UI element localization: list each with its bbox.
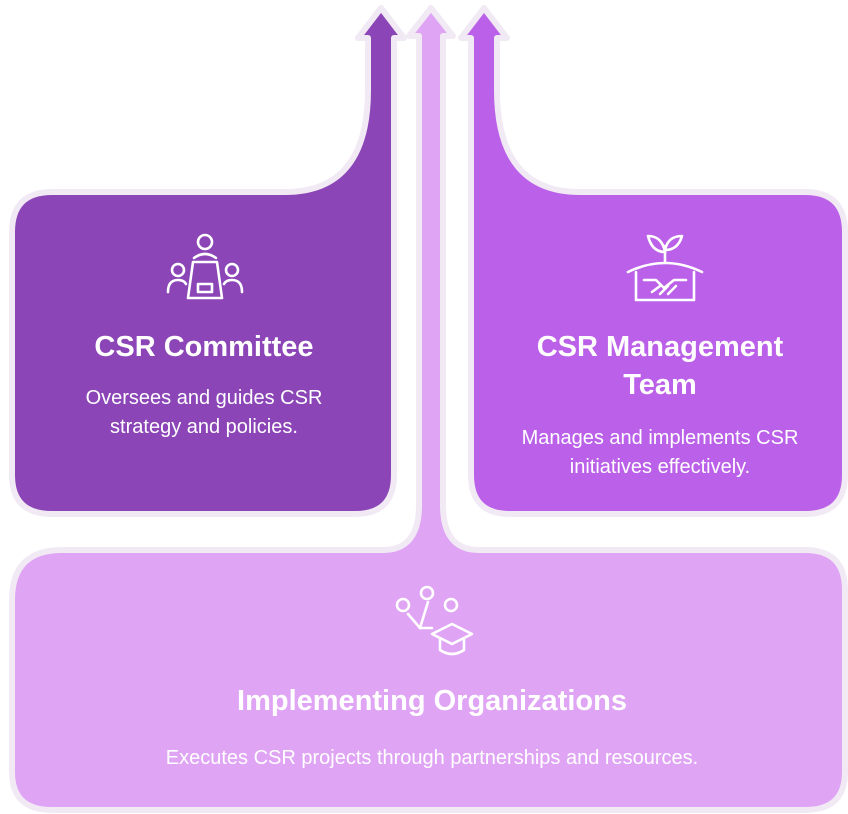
implementing-description: Executes CSR projects through partnershi… — [165, 747, 699, 769]
committee-title: CSR Committee — [94, 331, 314, 363]
committee-description: Oversees and guides CSR strategy and pol… — [85, 387, 323, 438]
meeting-table-icon — [166, 233, 244, 300]
implementing-title: Implementing Organizations — [237, 685, 627, 717]
management-block — [458, 5, 848, 517]
management-title: CSR Management Team — [536, 331, 784, 401]
implementing-block — [9, 5, 848, 813]
graduation-network-icon — [395, 585, 474, 656]
management-description: Manages and implements CSR initiatives e… — [521, 427, 799, 478]
handshake-growth-icon — [626, 234, 704, 302]
